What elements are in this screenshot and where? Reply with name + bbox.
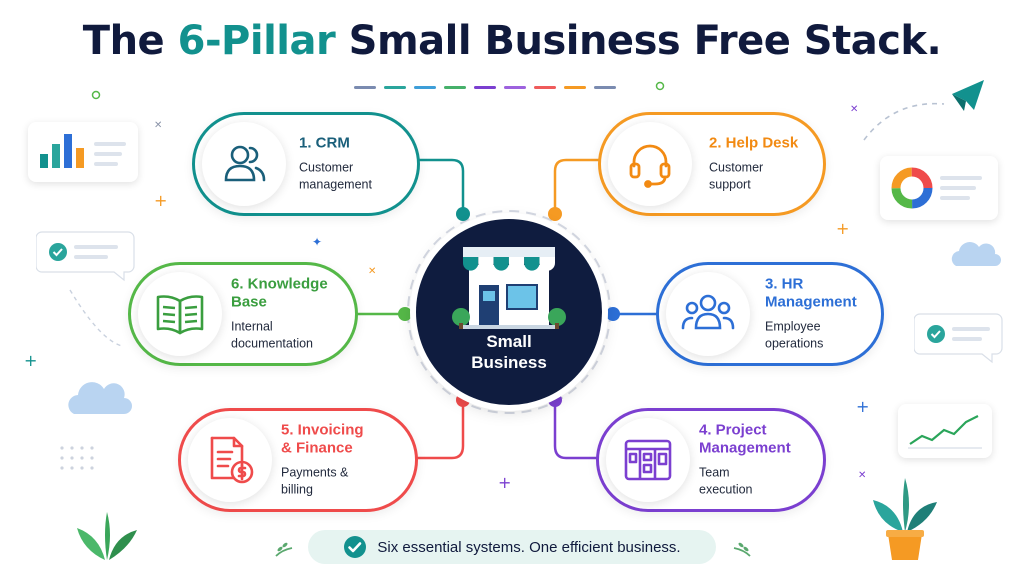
plant-left-icon <box>77 512 137 560</box>
hub-small-business: Small Business <box>416 219 602 405</box>
check-circle-icon <box>344 536 367 558</box>
chat-check-bubble-icon <box>36 231 135 282</box>
tagline-banner: Six essential systems. One efficient bus… <box>308 530 716 564</box>
paper-plane-icon <box>863 80 984 141</box>
pillar-help-desk-title: 2. Help Desk <box>709 134 799 152</box>
hub-label: Small Business <box>416 331 602 373</box>
title-suffix: Small Business Free Stack. <box>335 18 942 64</box>
laurel-right-icon <box>733 542 751 557</box>
storefront-icon <box>452 247 566 329</box>
chat-check-bubble-right-icon <box>914 313 1003 364</box>
team-icon <box>681 294 735 330</box>
pillar-invoicing-desc: Payments &billing <box>281 465 349 497</box>
donut-chart-icon <box>891 167 982 209</box>
potted-plant-icon <box>873 478 937 560</box>
pillar-crm-title: 1. CRM <box>299 134 350 152</box>
cloud-right-icon <box>951 242 1001 266</box>
laurel-left-icon <box>275 542 293 557</box>
hub-label-line2: Business <box>471 353 547 372</box>
cloud-icon <box>68 382 132 414</box>
title-highlight: 6-Pillar <box>177 18 336 64</box>
bar-chart-icon <box>40 134 126 168</box>
line-chart-card <box>898 404 992 458</box>
trend-line-icon <box>908 415 982 449</box>
title-prefix: The <box>82 18 178 64</box>
hub-label-line1: Small <box>486 332 532 351</box>
headset-icon <box>629 144 671 188</box>
invoice-icon <box>210 436 254 484</box>
open-book-icon <box>156 295 204 335</box>
tagline-text: Six essential systems. One efficient bus… <box>377 538 681 556</box>
donut-chart-card <box>880 156 998 220</box>
users-icon <box>224 145 266 182</box>
pillar-invoicing-finance: 5. Invoicing& Finance Payments &billing <box>178 408 418 512</box>
pillar-invoicing-title: 5. Invoicing& Finance <box>281 421 364 457</box>
kanban-board-icon <box>624 439 672 481</box>
page-title: The 6-Pillar Small Business Free Stack. <box>0 18 1024 64</box>
title-underline-dashes <box>354 86 616 89</box>
bar-chart-card <box>28 122 138 182</box>
